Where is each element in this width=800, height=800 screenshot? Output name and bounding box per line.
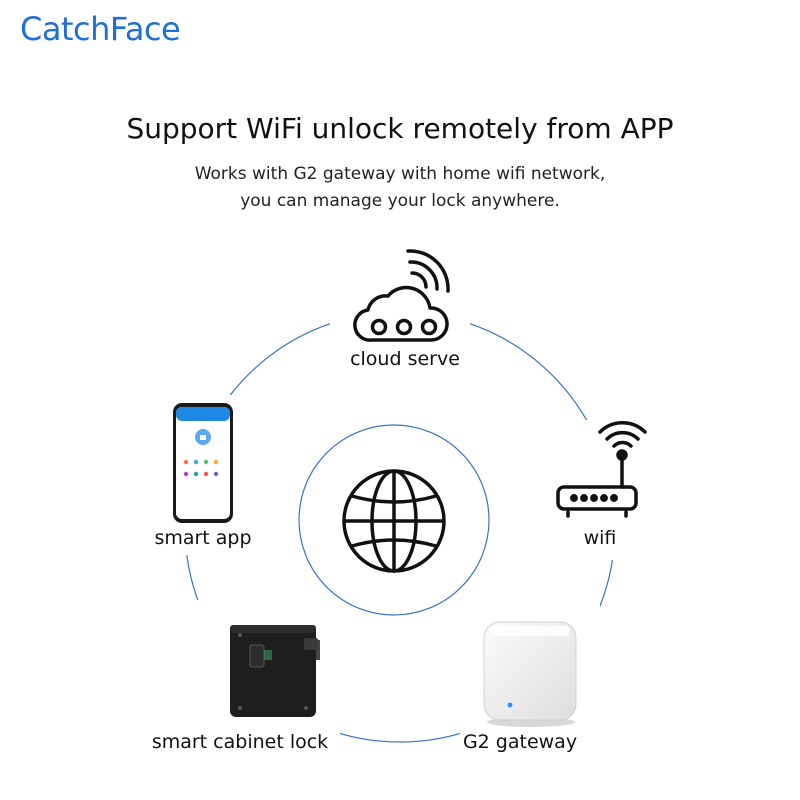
label-g2-gateway: G2 gateway (462, 731, 578, 753)
router-icon (556, 421, 647, 518)
inner-ring (298, 424, 490, 616)
brand-logo: CatchFace (20, 10, 181, 48)
label-cloud-serve: cloud serve (350, 348, 460, 370)
phone-app (173, 403, 233, 523)
headline: Support WiFi unlock remotely from APP (126, 112, 674, 145)
subtitle-line-1: Works with G2 gateway with home wifi net… (194, 164, 606, 184)
label-smart-cabinet-lock: smart cabinet lock (151, 731, 329, 753)
globe-icon (342, 469, 446, 573)
subtitle-line-2: you can manage your lock anywhere. (240, 191, 560, 211)
cloud-icon (353, 249, 450, 342)
cabinet-lock-device (230, 625, 320, 717)
gateway-device (483, 621, 577, 727)
label-smart-app: smart app (154, 527, 252, 549)
label-wifi: wifi (583, 527, 617, 549)
